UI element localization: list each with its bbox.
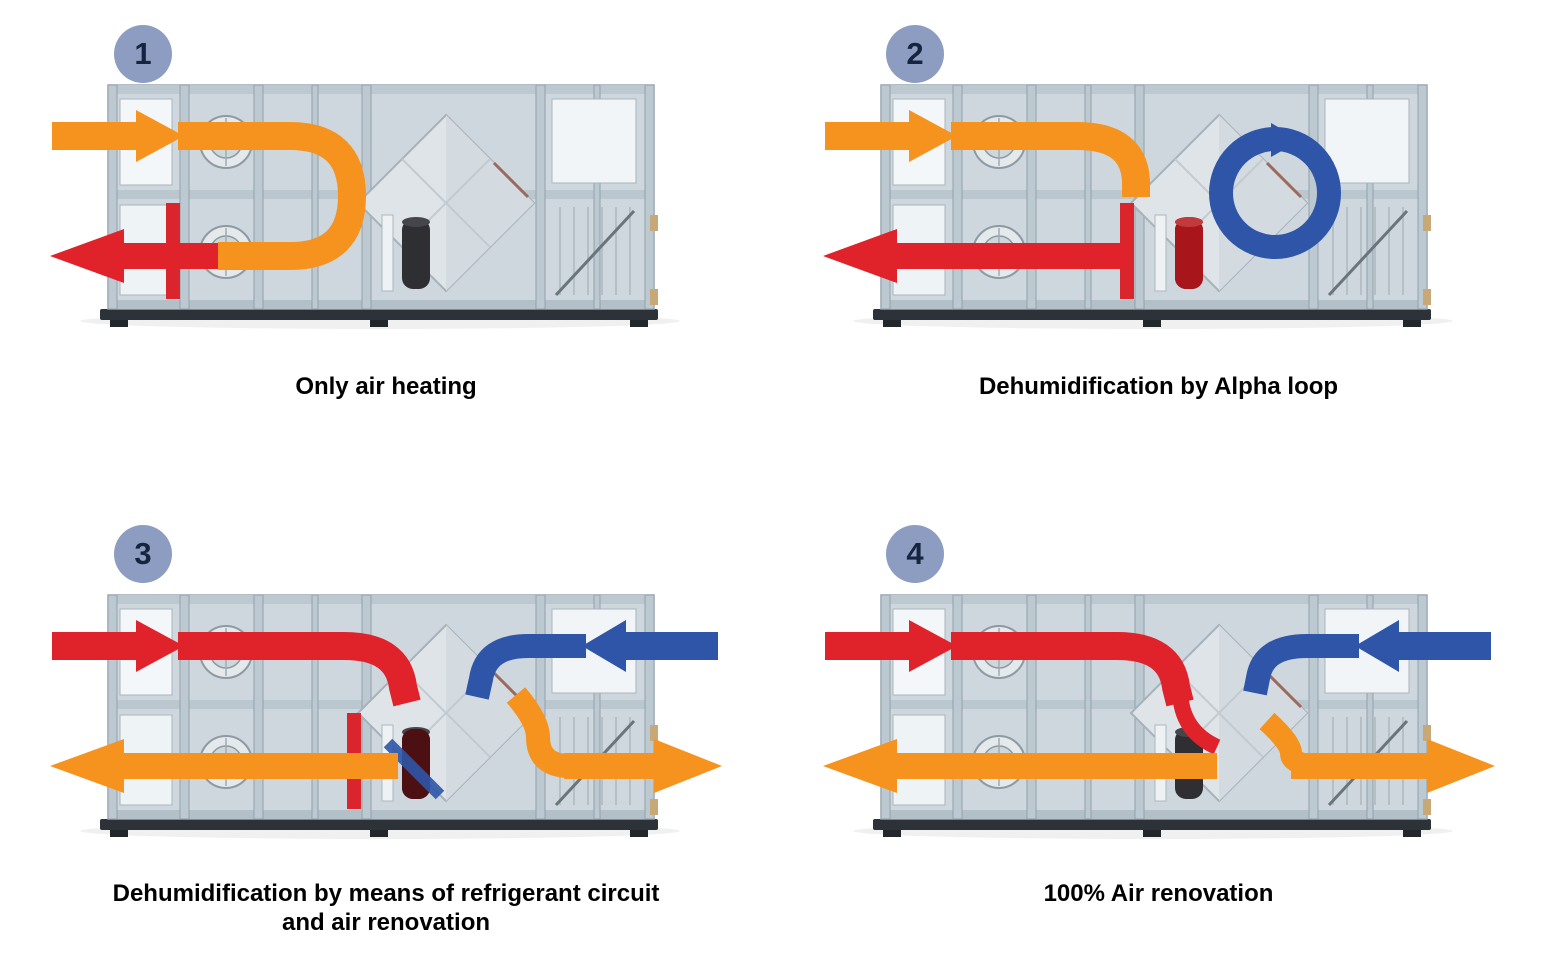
compressor-active xyxy=(1174,219,1203,289)
mode-caption-text: 100% Air renovation xyxy=(1043,880,1274,907)
mode-number-badge: 2 xyxy=(886,25,944,83)
airflow-overlay-mode-4 xyxy=(822,620,1495,793)
mode-number-badge: 4 xyxy=(886,525,944,583)
supply-air-outlet-arrow-right xyxy=(564,739,722,793)
dehumidified-supply-air-arrow xyxy=(822,229,991,283)
panel-mode-1: 1 Only air heating xyxy=(0,0,772,481)
fresh-air-inlet-arrow xyxy=(582,620,718,672)
alpha-loop-arrowhead-icon xyxy=(1270,123,1301,157)
ahu-illustration-mode-3 xyxy=(50,575,722,855)
tempered-air-flow-right xyxy=(506,687,571,778)
return-air-inlet-arrow xyxy=(52,110,184,162)
panel-mode-2: 2 Dehumidification by Alpha loop xyxy=(772,0,1545,481)
recirculation-air-flow xyxy=(178,122,366,270)
fresh-air-through-exchanger xyxy=(383,738,445,800)
mode-number-badge: 3 xyxy=(114,525,172,583)
mode-caption-text: Only air heating xyxy=(295,373,477,400)
ahu-unit xyxy=(80,595,680,839)
panel-mode-3: 3 Dehumidification by means of refrigera… xyxy=(0,481,772,962)
mode-caption: Dehumidification by means of refrigerant… xyxy=(0,879,772,938)
panel-mode-4: 4 100% Air renovation xyxy=(772,481,1545,962)
ahu-illustration-mode-2 xyxy=(822,65,1499,345)
exhaust-air-inlet-arrow xyxy=(824,620,957,672)
heated-supply-air-arrow xyxy=(50,229,218,283)
ahu-illustration-mode-1 xyxy=(50,65,726,345)
ahu-illustration-mode-4 xyxy=(822,575,1495,855)
supply-air-outlet-arrow-right xyxy=(1336,739,1495,793)
mode-caption-text: Dehumidification by Alpha loop xyxy=(978,373,1339,400)
ahu-unit xyxy=(853,85,1453,329)
mode-caption: Dehumidification by Alpha loop xyxy=(772,372,1545,401)
fresh-air-flow xyxy=(1242,634,1359,696)
compressor-cap xyxy=(1174,217,1203,227)
exhaust-air-flow xyxy=(950,632,1194,707)
airflow-overlay-mode-1 xyxy=(50,110,366,299)
mode-caption: Only air heating xyxy=(0,372,772,401)
mode-number-badge: 1 xyxy=(114,25,172,83)
exhaust-air-flow xyxy=(178,632,421,707)
supply-air-outlet-arrow-left xyxy=(822,739,991,793)
fresh-air-inlet-arrow xyxy=(1354,620,1491,672)
ahu-unit xyxy=(853,595,1453,839)
mode-caption-text: Dehumidification by means of refrigerant… xyxy=(112,880,660,937)
return-air-inlet-arrow xyxy=(824,110,957,162)
fresh-air-flow xyxy=(465,634,586,700)
return-air-flow xyxy=(950,122,1150,197)
exhaust-air-inlet-arrow xyxy=(52,620,184,672)
airflow-overlay-mode-3 xyxy=(50,620,722,809)
exhaust-air-through-exchanger xyxy=(1171,690,1221,755)
airflow-overlay-mode-2 xyxy=(822,110,1341,299)
mode-caption: 100% Air renovation xyxy=(772,879,1545,908)
supply-air-outlet-arrow-left xyxy=(50,739,218,793)
